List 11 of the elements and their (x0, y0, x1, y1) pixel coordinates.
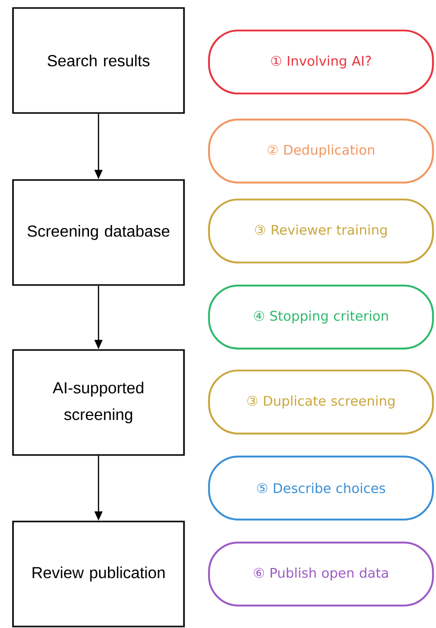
step-pill: ③ Duplicate screening (208, 370, 434, 434)
process-box: Screening database (12, 179, 185, 286)
step-pill: ⑥ Publish open data (208, 542, 434, 606)
process-box: Review publication (12, 520, 185, 628)
step-pill: ⑤ Describe choices (208, 456, 434, 520)
step-pill: ③ Reviewer training (208, 198, 434, 264)
process-box: Search results (12, 7, 185, 114)
process-box: AI-supported screening (12, 349, 185, 456)
step-pill: ① Involving AI? (208, 30, 434, 94)
step-pill: ④ Stopping criterion (208, 284, 434, 350)
step-pill: ② Deduplication (208, 118, 434, 184)
